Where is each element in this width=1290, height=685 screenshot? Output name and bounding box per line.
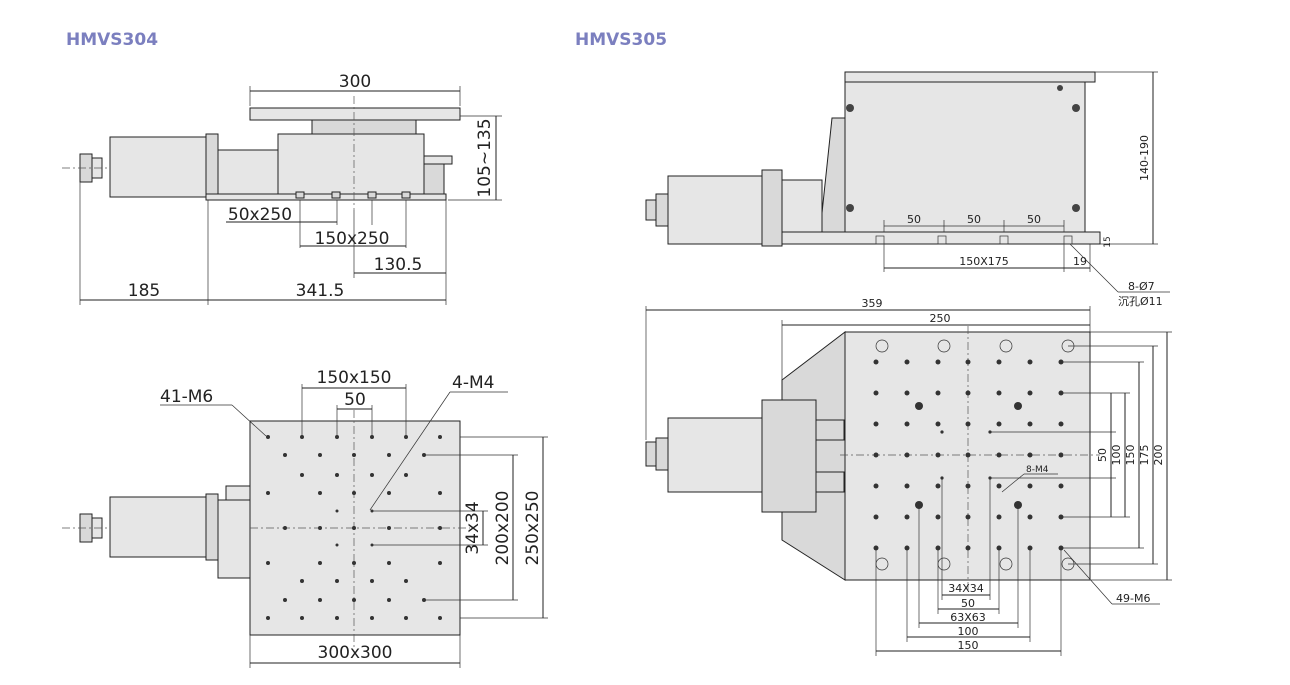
- pitch-50-a: 50: [907, 213, 921, 226]
- pitch-50-c: 50: [1027, 213, 1041, 226]
- base-plate: [205, 193, 447, 201]
- label-8-holes: 8-Ø7: [1128, 280, 1155, 293]
- dim-19-label: 19: [1073, 255, 1087, 268]
- label-counterbore: 沉孔Ø11: [1118, 295, 1163, 308]
- dim-63x63-label: 63X63: [950, 611, 986, 624]
- dim-250x250-label: 250x250: [523, 491, 543, 566]
- label-4-m4: 4-M4: [452, 373, 494, 393]
- dim-200x200-label: 200x200: [493, 491, 513, 566]
- dim-150-305-label: 150: [958, 639, 979, 652]
- motor-flange: [205, 133, 219, 201]
- dim-34x34-label: 34x34: [463, 501, 483, 554]
- hmvs305-top-view: 359 250 8-: [645, 297, 1172, 656]
- dim-130-5-label: 130.5: [374, 255, 423, 275]
- dim-50-305-label: 50: [961, 597, 975, 610]
- dim-100-305-label: 100: [958, 625, 979, 638]
- dim-v175-label: 175: [1138, 445, 1151, 466]
- model-title-hmvs304: HMVS304: [66, 30, 159, 50]
- stage-body: [277, 133, 425, 199]
- label-8-m4: 8-M4: [1026, 465, 1049, 475]
- dim-300-label: 300: [339, 72, 371, 92]
- dim-300x300-label: 300x300: [318, 643, 393, 663]
- dim-height-range-label: 105~135: [475, 118, 495, 197]
- dim-15-label: 15: [1103, 236, 1113, 247]
- dim-140-190-label: 140-190: [1138, 135, 1151, 181]
- motor-body-305: [667, 175, 763, 245]
- hmvs304-side-view: 300 105~135 50x250 150x250 130.5 185 341…: [62, 72, 502, 305]
- dim-341-5-label: 341.5: [296, 281, 345, 301]
- top-table: [249, 107, 461, 121]
- base-plate-305: [781, 231, 1101, 245]
- coupling-housing: [217, 149, 279, 197]
- dim-v50-label: 50: [1096, 448, 1109, 462]
- pitch-50-b: 50: [967, 213, 981, 226]
- adjust-screw: [423, 155, 453, 165]
- vertical-body: [844, 81, 1086, 233]
- label-41-m6: 41-M6: [160, 387, 213, 407]
- dim-150x250-label: 150x250: [315, 229, 390, 249]
- dim-34x34-305-label: 34X34: [948, 582, 984, 595]
- lift-column: [311, 119, 417, 135]
- dim-50-label: 50: [344, 390, 366, 410]
- dim-50x250-label: 50x250: [228, 205, 292, 225]
- dim-185-label: 185: [128, 281, 160, 301]
- label-49-m6: 49-M6: [1116, 592, 1150, 605]
- model-title-hmvs305: HMVS305: [575, 30, 668, 50]
- hmvs305-side-view: 50 50 50 150X175 19 140-190 15 8-Ø7 沉孔Ø1…: [645, 71, 1170, 308]
- dim-v200-label: 200: [1152, 445, 1165, 466]
- dim-150x150-label: 150x150: [317, 368, 392, 388]
- dim-359-label: 359: [862, 297, 883, 310]
- hmvs304-top-view: 150x150 50 41-M6 4-M4 34x34 200x200 250x…: [62, 368, 548, 668]
- dim-250-label: 250: [930, 312, 951, 325]
- dim-v100-label: 100: [1110, 445, 1123, 466]
- dim-v150-label: 150: [1124, 445, 1137, 466]
- motor-body: [109, 136, 207, 198]
- dim-150x175-label: 150X175: [959, 255, 1009, 268]
